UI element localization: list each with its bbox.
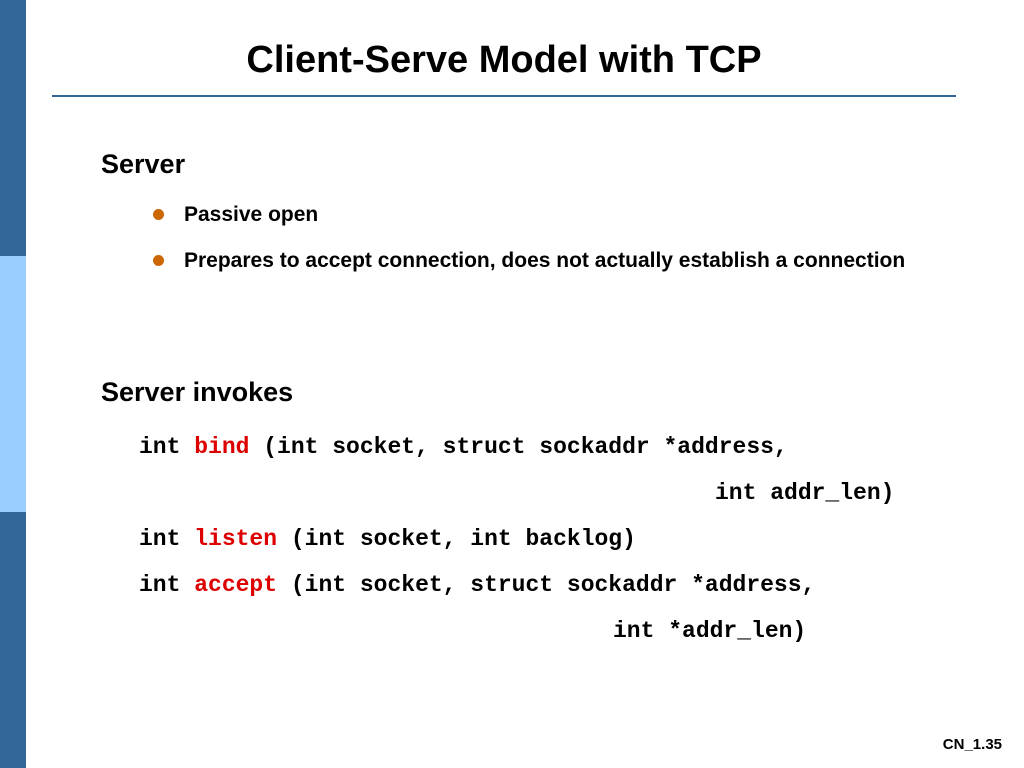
slide-footer-label: CN_1.35: [942, 736, 1002, 753]
function-name-bind: bind: [194, 434, 250, 460]
sidebar-segment-middle: [0, 256, 26, 512]
code-args-continued: int addr_len): [715, 480, 895, 506]
code-args: (int socket, struct sockaddr *address,: [249, 434, 788, 460]
code-line-bind-continued: int addr_len): [139, 470, 999, 516]
code-args: (int socket, struct sockaddr *address,: [277, 572, 816, 598]
code-return-type: int: [139, 526, 195, 552]
code-line-bind: int bind (int socket, struct sockaddr *a…: [139, 424, 999, 470]
bullet-text: Prepares to accept connection, does not …: [184, 249, 906, 272]
code-args-continued: int *addr_len): [613, 618, 807, 644]
code-line-listen: int listen (int socket, int backlog): [139, 516, 999, 562]
code-return-type: int: [139, 434, 195, 460]
function-name-accept: accept: [194, 572, 278, 598]
code-line-accept-continued: int *addr_len): [139, 608, 999, 654]
server-heading: Server: [101, 149, 186, 179]
slide-title: Client-Serve Model with TCP: [246, 39, 762, 81]
bullet-item: Passive open: [150, 198, 940, 232]
code-block: int bind (int socket, struct sockaddr *a…: [139, 424, 999, 654]
sidebar-segment-top: [0, 0, 26, 256]
bullet-text: Passive open: [184, 203, 319, 226]
code-args: (int socket, int backlog): [277, 526, 636, 552]
bullet-item: Prepares to accept connection, does not …: [150, 244, 940, 278]
title-divider: [52, 95, 956, 97]
bullet-dot-icon: [153, 255, 164, 266]
function-name-listen: listen: [194, 526, 278, 552]
server-invokes-heading: Server invokes: [101, 377, 294, 407]
code-line-accept: int accept (int socket, struct sockaddr …: [139, 562, 999, 608]
code-return-type: int: [139, 572, 195, 598]
server-bullet-list: Passive open Prepares to accept connecti…: [150, 198, 940, 290]
sidebar-segment-bottom: [0, 512, 26, 768]
bullet-dot-icon: [153, 209, 164, 220]
sidebar-stripe: [0, 0, 26, 768]
